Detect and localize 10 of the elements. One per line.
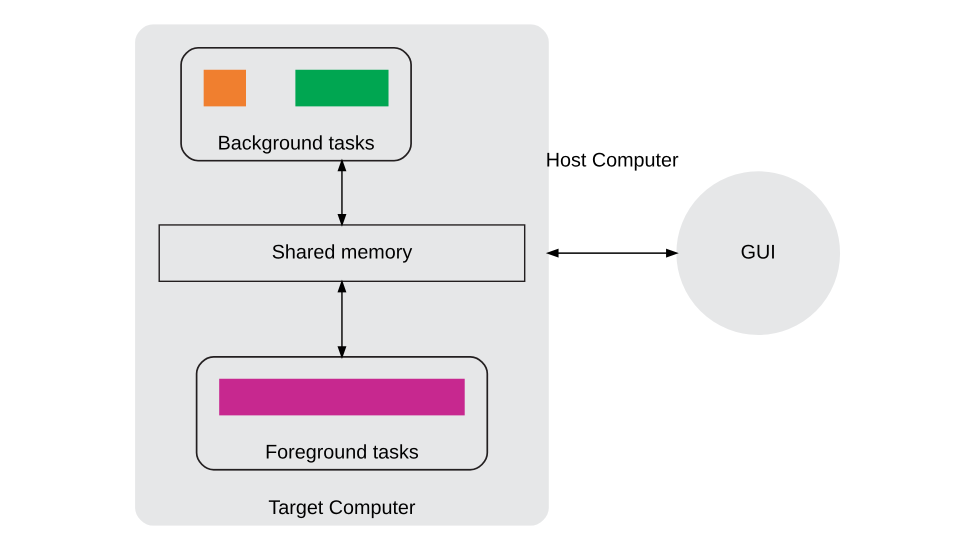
arrow bbox=[337, 280, 346, 359]
node-circle: GUI bbox=[676, 171, 840, 335]
node-bar bbox=[218, 378, 464, 416]
node-box: Shared memory bbox=[158, 224, 525, 282]
arrow bbox=[337, 158, 346, 227]
cluster: Foreground tasks bbox=[195, 356, 488, 471]
cluster: Background tasks bbox=[180, 46, 412, 162]
node-bar bbox=[294, 70, 388, 106]
node-bar bbox=[203, 70, 246, 106]
arrow bbox=[545, 248, 678, 258]
